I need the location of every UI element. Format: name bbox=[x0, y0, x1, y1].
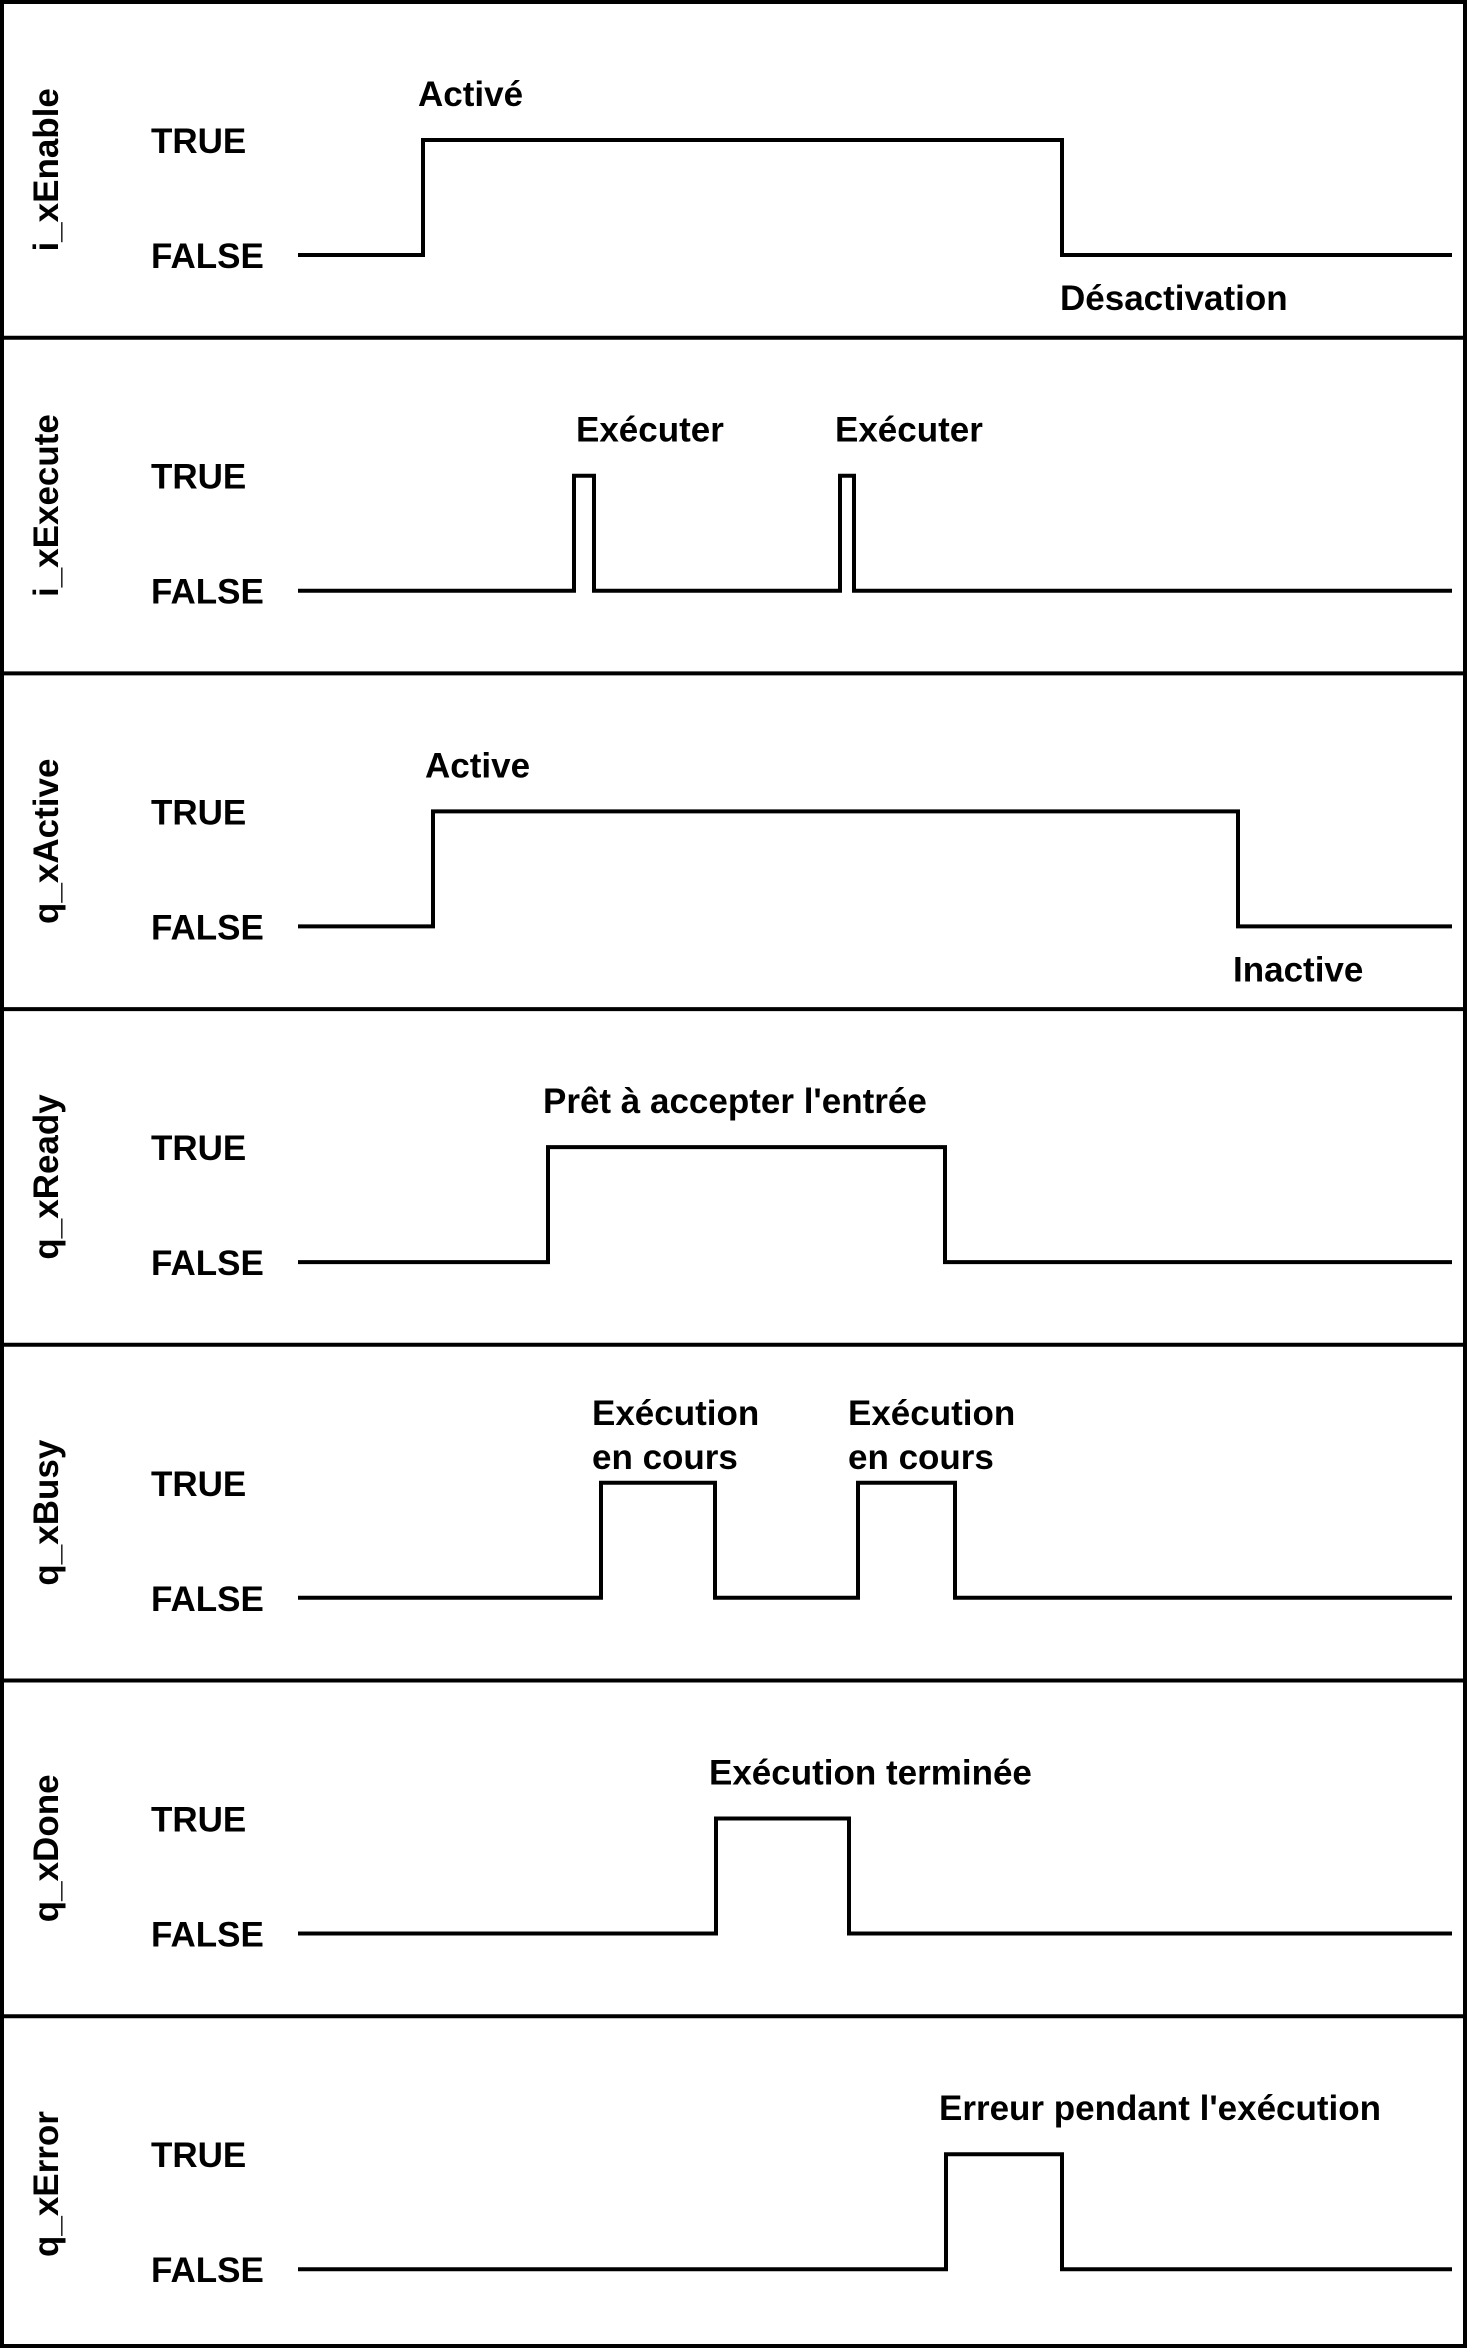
signal-row-q_xDone: q_xDone TRUE FALSE Exécution terminée bbox=[0, 1678, 1467, 1955]
waveform-line bbox=[298, 1145, 1452, 1265]
waveform-annotation: Désactivation bbox=[1060, 279, 1288, 318]
waveform-annotation: Exécuter bbox=[835, 411, 983, 450]
waveform-annotation: Prêt à accepter l'entrée bbox=[543, 1082, 927, 1121]
signal-row-q_xBusy: q_xBusy TRUE FALSE Exécution en cours Exécuti… bbox=[0, 1342, 1467, 1619]
waveform-annotation: en cours bbox=[592, 1438, 738, 1477]
true-level-label: TRUE bbox=[151, 1801, 246, 1840]
signal-row-q_xError: q_xError TRUE FALSE Erreur pendant l'exécut… bbox=[0, 2014, 1467, 2290]
waveform-line bbox=[298, 1816, 1452, 1936]
false-level-label: FALSE bbox=[151, 2251, 264, 2290]
waveform-annotation: Active bbox=[425, 746, 530, 785]
signal-row-q_xReady: q_xReady TRUE FALSE Prêt à accepter l'entré… bbox=[0, 1007, 1467, 1283]
true-level-label: TRUE bbox=[151, 793, 246, 832]
true-level-label: TRUE bbox=[151, 1465, 246, 1504]
false-level-label: FALSE bbox=[151, 237, 264, 276]
signal-name: q_xBusy bbox=[27, 1439, 66, 1585]
waveform-annotation: en cours bbox=[848, 1438, 994, 1477]
waveform-annotation: Exécution bbox=[848, 1394, 1015, 1433]
false-level-label: FALSE bbox=[151, 1244, 264, 1283]
true-level-label: TRUE bbox=[151, 122, 246, 161]
signal-name: q_xDone bbox=[27, 1774, 66, 1922]
waveform-line bbox=[298, 473, 1452, 593]
true-level-label: TRUE bbox=[151, 1129, 246, 1168]
waveform-annotation: Activé bbox=[418, 75, 523, 114]
waveform-line bbox=[298, 1480, 1452, 1600]
signal-row-i_xExecute: i_xExecute TRUE FALSE Exécuter Exécuter bbox=[0, 335, 1467, 612]
waveform-annotation: Exécution bbox=[592, 1394, 759, 1433]
true-level-label: TRUE bbox=[151, 458, 246, 497]
waveform-line bbox=[298, 809, 1452, 929]
false-level-label: FALSE bbox=[151, 1580, 264, 1619]
signal-name: i_xExecute bbox=[27, 414, 66, 597]
true-level-label: TRUE bbox=[151, 2136, 246, 2175]
waveform-annotation: Erreur pendant l'exécution bbox=[939, 2089, 1381, 2128]
false-level-label: FALSE bbox=[151, 573, 264, 612]
signal-name: q_xActive bbox=[27, 759, 66, 924]
false-level-label: FALSE bbox=[151, 1916, 264, 1955]
waveform-line bbox=[298, 138, 1452, 257]
waveform-annotation: Inactive bbox=[1233, 950, 1363, 989]
waveform-annotation: Exécution terminée bbox=[709, 1754, 1032, 1793]
signal-name: i_xEnable bbox=[27, 88, 66, 251]
signal-name: q_xError bbox=[27, 2111, 66, 2257]
false-level-label: FALSE bbox=[151, 908, 264, 947]
signal-name: q_xReady bbox=[27, 1094, 66, 1260]
waveform-line bbox=[298, 2152, 1452, 2272]
waveform-annotation: Exécuter bbox=[576, 411, 724, 450]
